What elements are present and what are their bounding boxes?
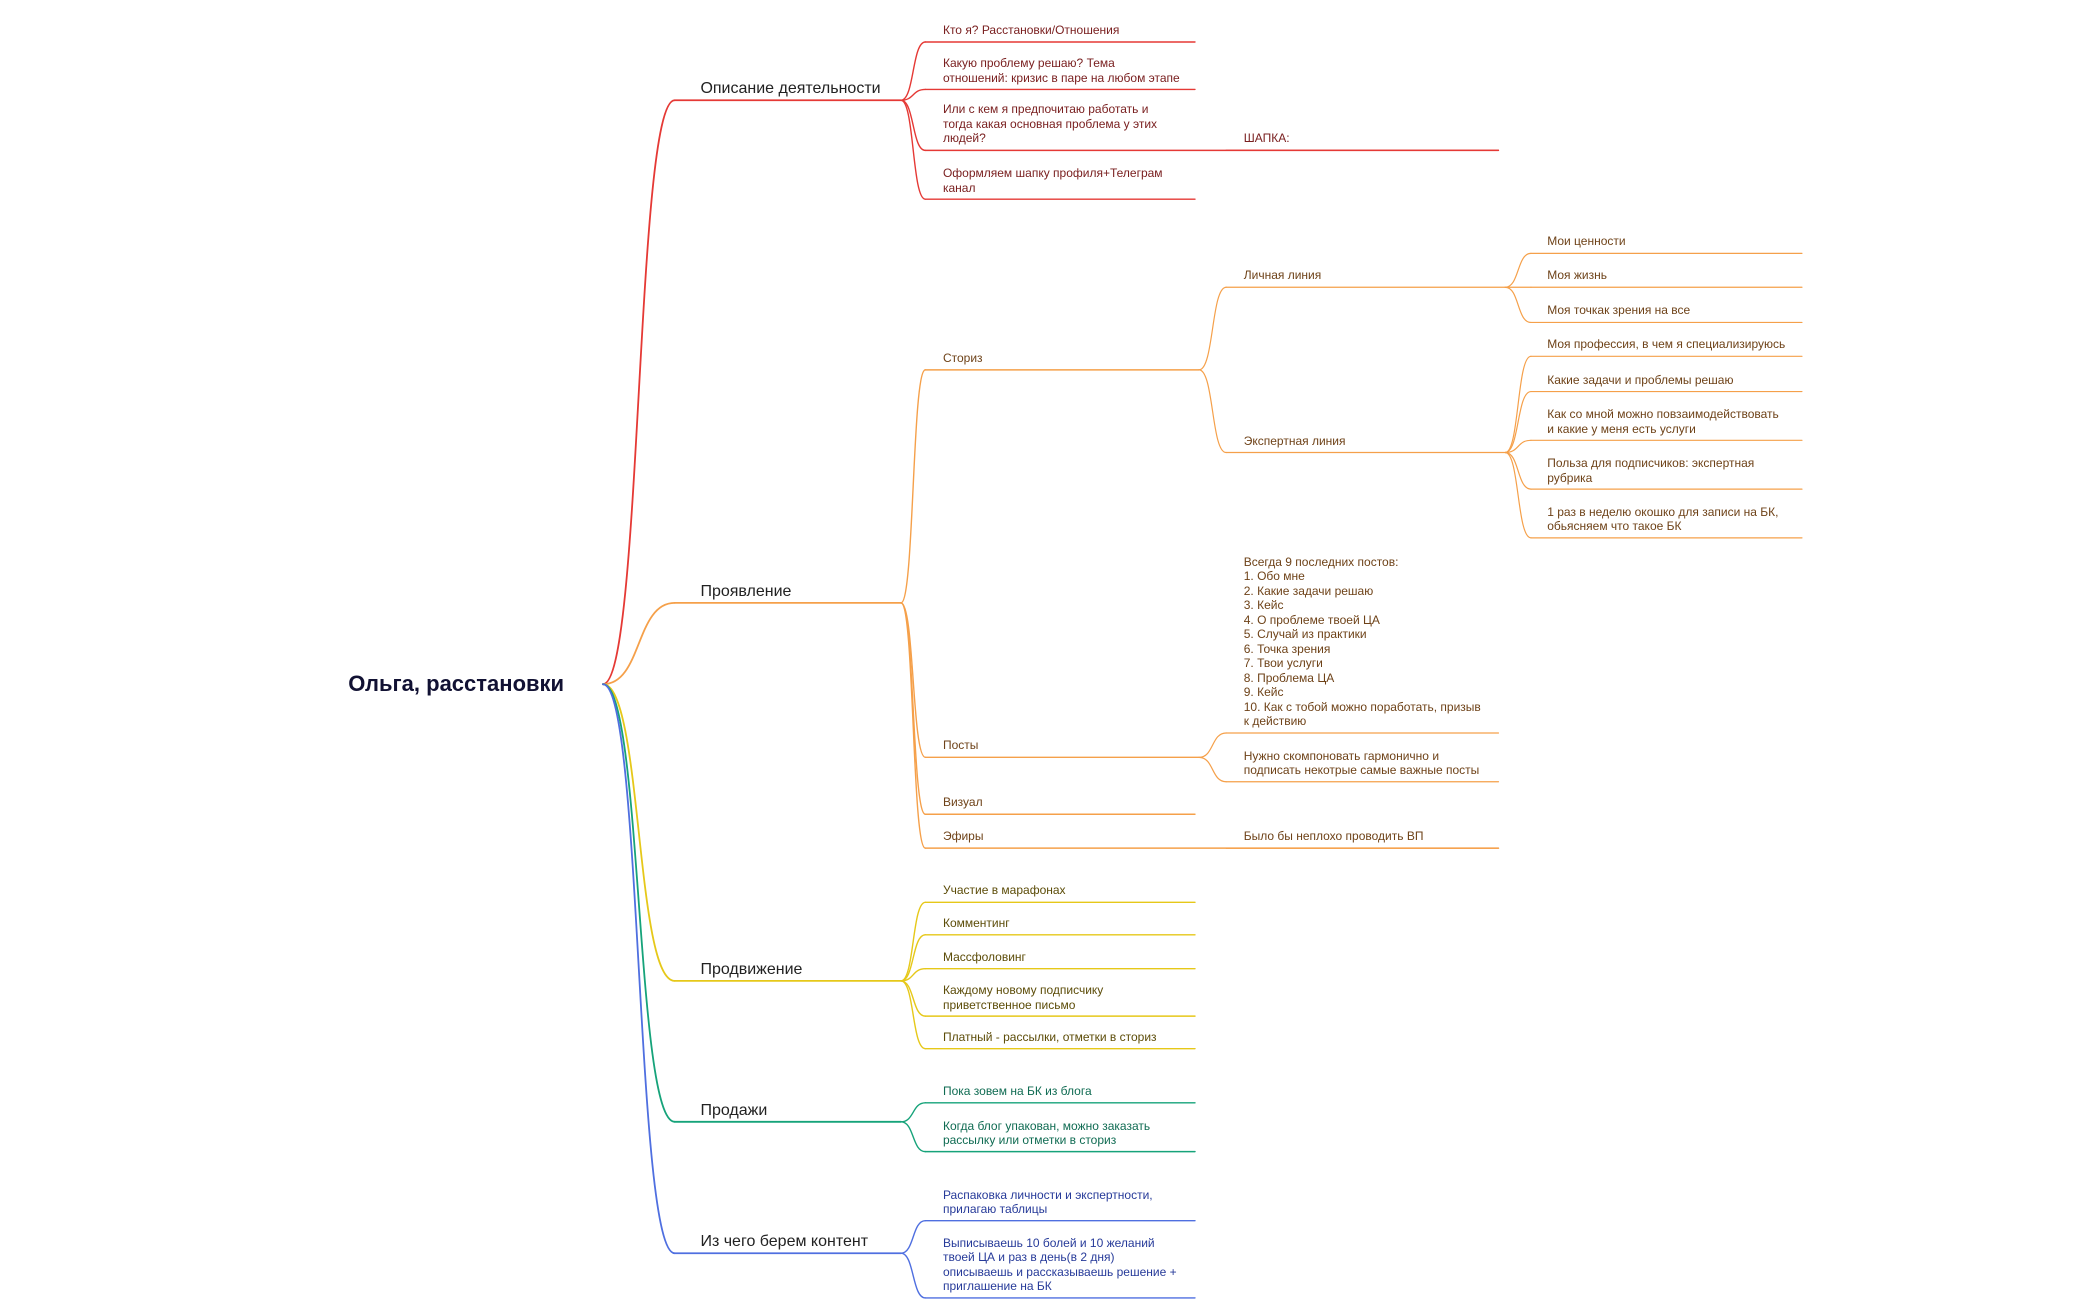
node-posty[interactable]: Посты [942, 738, 979, 753]
edge-root-opisanie [602, 99, 676, 686]
node-marafony[interactable]: Участие в марафонах [942, 883, 1066, 898]
node-okoshko[interactable]: 1 раз в неделю окошко для записи на БК, … [1547, 504, 1779, 534]
node-massfol[interactable]: Массфоловинг [942, 949, 1026, 964]
edge-proyavlenie-storiz [900, 369, 927, 604]
node-efiry[interactable]: Эфиры [942, 829, 984, 844]
node-upakovan[interactable]: Когда блог упакован, можно заказать расс… [942, 1118, 1151, 1148]
edge-opisanie-ili [900, 99, 927, 152]
node-kto[interactable]: Кто я? Расстановки/Отношения [942, 23, 1120, 37]
edge-opisanie-kto [900, 41, 927, 101]
edge-prodazhi-zovem [900, 1102, 927, 1123]
node-platnyi[interactable]: Платный - рассылки, отметки в сториз [942, 1029, 1157, 1044]
edge-ekspertnaya-professiya [1504, 355, 1532, 454]
node-tochka[interactable]: Моя точкак зрения на все [1547, 303, 1691, 318]
edge-opisanie-problema [900, 88, 927, 101]
edge-kontent-vypisyvaesh [900, 1252, 927, 1299]
edge-lichnaya-cennosti [1504, 252, 1532, 288]
edge-ekspertnaya-zadachi [1504, 390, 1532, 454]
node-skomponovat[interactable]: Нужно скомпоновать гармонично и подписат… [1243, 748, 1480, 778]
node-prodazhi[interactable]: Продажи [700, 1101, 768, 1119]
node-raspakovka[interactable]: Распаковка личности и экспертности, прил… [942, 1187, 1153, 1217]
node-vp[interactable]: Было бы неплохо проводить ВП [1243, 829, 1424, 844]
node-oformlyaem[interactable]: Оформляем шапку профиля+Телеграм канал [942, 166, 1163, 195]
edge-root-kontent [602, 683, 676, 1255]
node-polza[interactable]: Польза для подписчиков: экспертная рубри… [1547, 456, 1755, 485]
edge-prodazhi-upakovan [900, 1121, 927, 1153]
node-opisanie[interactable]: Описание деятельности [700, 80, 881, 98]
edge-prodvizhenie-massfol [900, 968, 927, 982]
node-lichnaya[interactable]: Личная линия [1243, 268, 1322, 283]
edge-posty-vsegda9 [1198, 732, 1227, 758]
node-kommenting[interactable]: Комментинг [942, 915, 1010, 930]
edge-root-proyavlenie [602, 602, 676, 686]
node-storiz[interactable]: Сториз [942, 350, 983, 365]
edge-kontent-raspakovka [900, 1220, 927, 1254]
node-shapka[interactable]: ШАПКА: [1243, 131, 1290, 146]
node-professiya[interactable]: Моя профессия, в чем я специализируюсь [1547, 337, 1786, 352]
node-prodvizhenie[interactable]: Продвижение [700, 960, 803, 978]
edge-prodvizhenie-kommenting [900, 934, 927, 982]
edge-storiz-ekspertnaya [1198, 369, 1227, 454]
node-proyavlenie[interactable]: Проявление [700, 582, 792, 600]
edge-lichnaya-tochka [1504, 286, 1532, 324]
node-vzaimod[interactable]: Как со мной можно повзаимодействовать и … [1547, 407, 1779, 436]
edge-proyavlenie-vizual [900, 602, 927, 815]
edge-proyavlenie-efiry [900, 602, 927, 849]
edge-ekspertnaya-okoshko [1504, 451, 1532, 539]
edge-root-prodvizhenie [602, 683, 676, 982]
node-kontent[interactable]: Из чего берем контент [700, 1233, 869, 1251]
edge-opisanie-oformlyaem [900, 99, 927, 200]
edge-prodvizhenie-marafony [900, 901, 927, 982]
node-zadachi[interactable]: Какие задачи и проблемы решаю [1547, 372, 1734, 387]
edge-root-prodazhi [602, 683, 676, 1123]
node-zovem[interactable]: Пока зовем на БК из блога [942, 1083, 1092, 1098]
node-vypisyvaesh[interactable]: Выписываешь 10 болей и 10 желаний твоей … [942, 1235, 1177, 1294]
edge-storiz-lichnaya [1198, 286, 1227, 371]
edge-posty-skomponovat [1198, 756, 1227, 783]
node-vsegda9[interactable]: Всегда 9 последних постов: 1. Обо мне 2.… [1243, 554, 1481, 729]
edge-ekspertnaya-polza [1504, 451, 1532, 490]
edge-prodvizhenie-platnyi [900, 980, 927, 1050]
node-pismo[interactable]: Каждому новому подписчику приветственное… [942, 983, 1104, 1012]
node-root[interactable]: Ольга, расстановки [348, 671, 565, 697]
node-cennosti[interactable]: Мои ценности [1547, 234, 1626, 249]
node-problema[interactable]: Какую проблему решаю? Тема отношений: кр… [942, 56, 1180, 85]
node-ekspertnaya[interactable]: Экспертная линия [1243, 433, 1346, 448]
node-zhizn[interactable]: Моя жизнь [1547, 268, 1607, 283]
edge-ekspertnaya-vzaimod [1504, 439, 1532, 454]
node-vizual[interactable]: Визуал [942, 795, 983, 810]
node-ili[interactable]: Или с кем я предпочитаю работать и тогда… [942, 102, 1158, 146]
